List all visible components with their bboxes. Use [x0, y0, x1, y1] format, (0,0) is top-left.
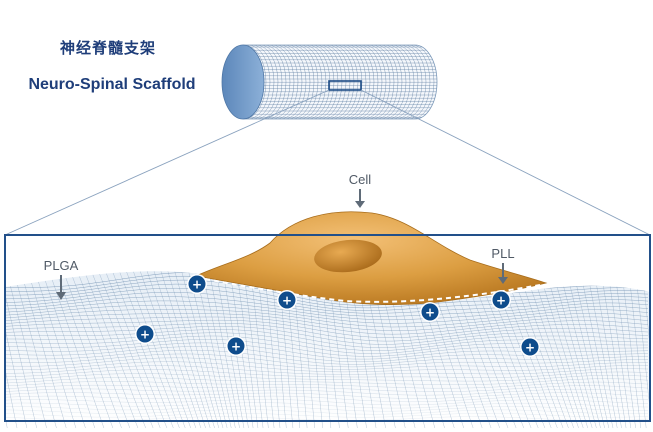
pll-label: PLL — [491, 246, 514, 261]
cell-label: Cell — [349, 172, 372, 187]
charge-symbol: + — [525, 340, 535, 354]
charge-symbol: + — [231, 339, 241, 353]
title-english: Neuro-Spinal Scaffold — [28, 76, 195, 93]
charge-symbol: + — [425, 305, 435, 319]
plus-icon: + — [420, 302, 440, 322]
plus-icon: + — [520, 337, 540, 357]
zoom-line-right — [360, 89, 651, 236]
charge-symbol: + — [496, 293, 506, 307]
plus-icon: + — [135, 324, 155, 344]
pll-coating-line — [204, 278, 541, 303]
positive-charges: + + + + + + + — [135, 274, 540, 357]
charge-symbol: + — [140, 327, 150, 341]
plus-icon: + — [491, 290, 511, 310]
plus-icon: + — [226, 336, 246, 356]
charge-symbol: + — [282, 293, 292, 307]
cylinder-end-face — [221, 44, 265, 120]
cell-nucleus — [314, 239, 382, 273]
cylinder-mesh — [243, 45, 437, 119]
plus-icon: + — [187, 274, 207, 294]
arrow-down-icon — [355, 189, 365, 208]
arrow-down-icon — [56, 275, 66, 300]
scaffold-cylinder — [221, 44, 438, 120]
arrow-down-icon — [498, 263, 508, 284]
charge-symbol: + — [192, 277, 202, 291]
title-chinese: 神经脊髓支架 — [60, 39, 156, 57]
plga-label: PLGA — [44, 258, 79, 273]
detail-frame — [4, 234, 651, 422]
zoom-line-left — [4, 89, 330, 236]
plus-icon: + — [277, 290, 297, 310]
zoom-region-marker — [328, 80, 362, 91]
